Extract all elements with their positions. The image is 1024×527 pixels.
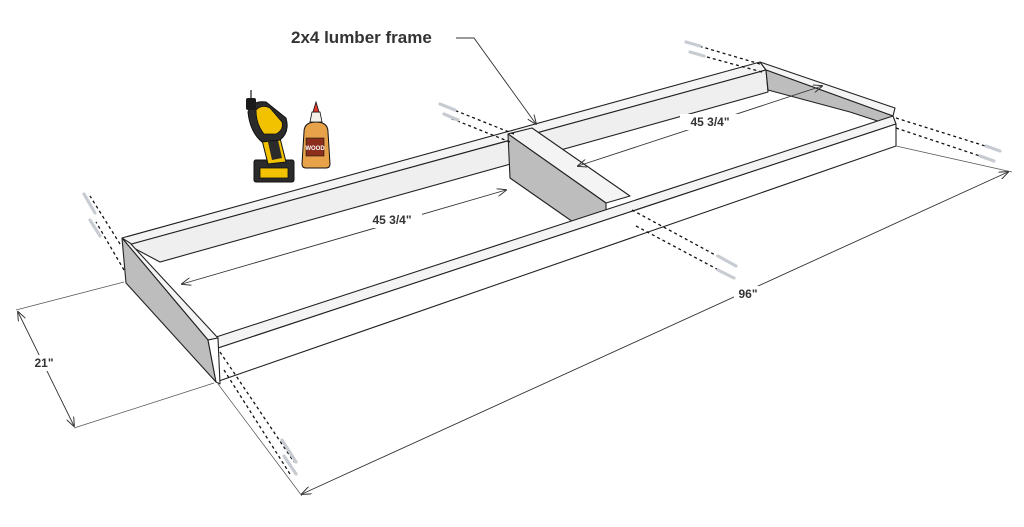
- lumber-frame: [121, 61, 897, 385]
- screw-back-left: [82, 192, 125, 271]
- back-rail: [121, 61, 769, 263]
- right-span-label: 45 3/4": [690, 115, 729, 129]
- width-label: 21": [34, 356, 53, 370]
- length-dimension-line: [302, 172, 1008, 494]
- frame-callout: 2x4 lumber frame: [291, 28, 536, 124]
- screw-back-middle: [438, 102, 515, 143]
- screw-front-left: [219, 351, 298, 476]
- left-end-board: [121, 237, 221, 385]
- frame-callout-label: 2x4 lumber frame: [291, 28, 432, 47]
- cordless-drill-icon: [246, 90, 295, 183]
- screw-front-right: [895, 117, 1002, 163]
- screw-back-right: [684, 40, 763, 73]
- wood-glue-bottle-icon: WOOD: [301, 100, 331, 169]
- right-end-board: [759, 61, 896, 127]
- length-label: 96": [738, 287, 757, 301]
- glue-label: WOOD: [305, 146, 325, 152]
- dimensions: 45 3/4" 45 3/4" 96" 21": [15, 86, 1013, 497]
- left-span-label: 45 3/4": [372, 213, 411, 227]
